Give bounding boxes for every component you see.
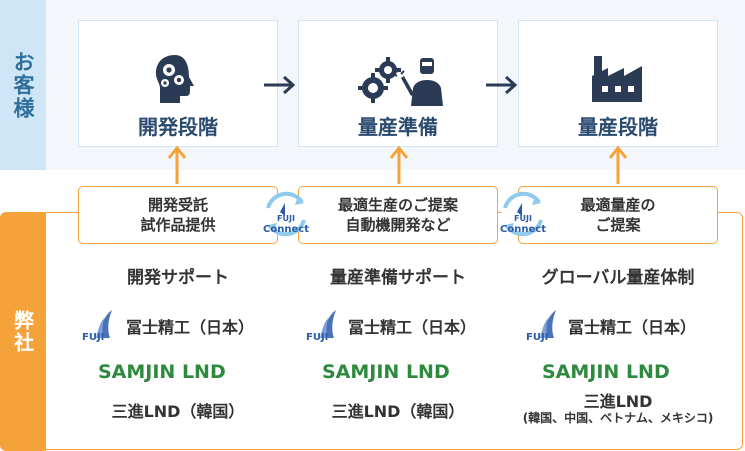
stage-mass-production: 量産段階 [518,20,718,147]
column-heading: 開発サポート [127,268,229,288]
fuji-company-name: 冨士精工（日本） [348,318,477,337]
column-heading: 量産準備サポート [330,268,466,288]
company-label: 弊社 [10,309,35,354]
connect-bottom: Connect [263,224,309,235]
company-box [46,212,743,450]
connect-cycle-icon [264,191,308,237]
arrow-up-icon [608,145,628,184]
stage-label: 開発段階 [138,115,218,139]
offer-development: 開発受託 試作品提供 [78,186,278,244]
offer-line: 試作品提供 [140,216,216,234]
offer-line: 自動機開発など [345,216,451,234]
connect-top: FUJI [277,214,295,223]
customer-label: お客様 [11,50,35,120]
arrow-right-icon [486,75,518,95]
arrow-up-icon [167,145,187,184]
factory-icon [519,51,717,106]
fuji-logo-text: FUJI [526,332,549,343]
fuji-logo-text: FUJI [306,332,329,343]
lnd-name: 三進LND（韓国） [111,402,245,421]
samjin-logo: SAMJIN LND [98,361,226,383]
fuji-logo-icon [320,310,336,338]
fuji-row: FUJI 冨士精工（日本） [306,308,506,343]
arrow-up-icon [389,145,409,184]
offer-line: 開発受託 [147,196,208,214]
connect-bottom: Connect [500,224,546,235]
arrow-right-icon [264,75,296,95]
samjin-logo: SAMJIN LND [322,361,450,383]
offer-mass-production: 最適量産の ご提案 [518,186,718,244]
fuji-connect-badge: FUJI Connect [495,186,551,242]
head-gears-icon [79,51,277,106]
fuji-row: FUJI 冨士精工（日本） [82,308,282,343]
fuji-logo-icon [96,310,112,338]
lnd-locations: (韓国、中国、ベトナム、メキシコ) [522,411,714,425]
lnd-name: 三進LND（韓国） [331,402,465,421]
offer-line: ご提案 [595,216,641,234]
stage-label: 量産準備 [358,115,438,139]
gears-welder-icon [299,51,497,106]
stage-mass-prep: 量産準備 [298,20,498,147]
fuji-logo-icon [540,310,556,338]
fuji-company-name: 冨士精工（日本） [568,318,697,337]
fuji-connect-badge: FUJI Connect [258,186,314,242]
connect-cycle-icon [501,191,545,237]
offer-line: 最適量産の [580,196,656,214]
stage-development: 開発段階 [78,20,278,147]
stage-label: 量産段階 [578,115,658,139]
customer-side-bar [0,0,46,170]
fuji-row: FUJI 冨士精工（日本） [526,308,726,343]
company-side-bar [0,212,46,451]
fuji-company-name: 冨士精工（日本） [126,318,255,337]
offer-line: 最適生産のご提案 [337,196,458,214]
samjin-logo: SAMJIN LND [542,361,670,383]
lnd-name: 三進LND [583,392,653,411]
column-heading: グローバル量産体制 [541,268,695,288]
connect-top: FUJI [514,214,532,223]
fuji-logo-text: FUJI [82,332,105,343]
offer-mass-prep: 最適生産のご提案 自動機開発など [298,186,498,244]
